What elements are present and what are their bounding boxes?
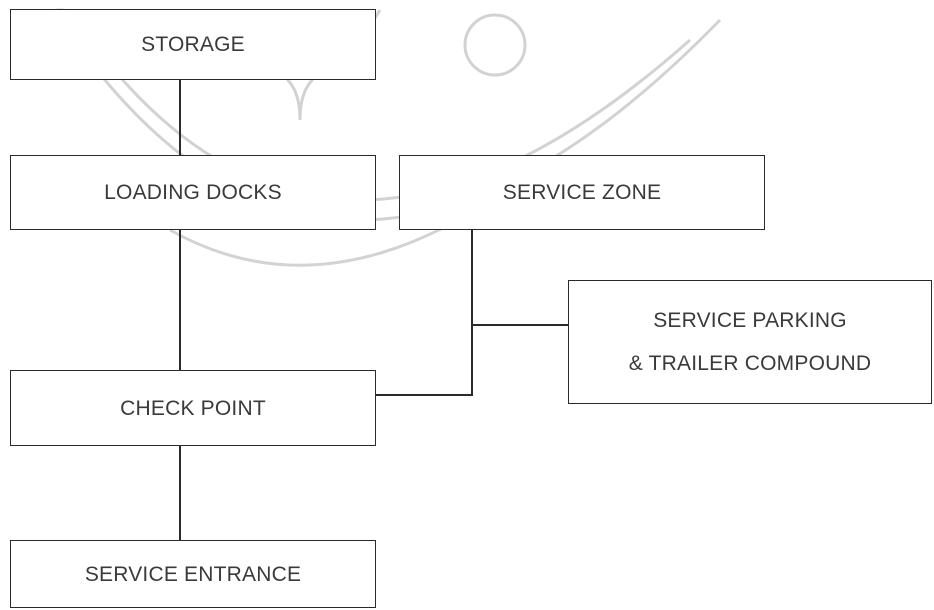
node-label-line2: & TRAILER COMPOUND (628, 352, 872, 375)
connector-to-parking (471, 324, 568, 326)
connector-service-down (471, 230, 473, 395)
node-label: LOADING DOCKS (104, 181, 282, 204)
node-label-line1: SERVICE PARKING (653, 309, 847, 332)
connector-loading-check (179, 230, 181, 370)
connector-storage-loading (179, 80, 181, 155)
connector-check-entrance (179, 446, 181, 540)
connector-to-check (376, 394, 473, 396)
node-check-point: CHECK POINT (10, 370, 376, 446)
node-storage: STORAGE (10, 9, 376, 80)
node-label: CHECK POINT (120, 396, 266, 420)
node-service-entrance: SERVICE ENTRANCE (10, 540, 376, 608)
node-service-zone: SERVICE ZONE (399, 155, 765, 230)
node-loading-docks: LOADING DOCKS (10, 155, 376, 230)
node-service-parking: SERVICE PARKING & TRAILER COMPOUND (568, 280, 932, 404)
node-label: SERVICE ZONE (502, 181, 662, 204)
node-label: STORAGE (141, 33, 245, 56)
node-label: SERVICE ENTRANCE (84, 562, 302, 586)
